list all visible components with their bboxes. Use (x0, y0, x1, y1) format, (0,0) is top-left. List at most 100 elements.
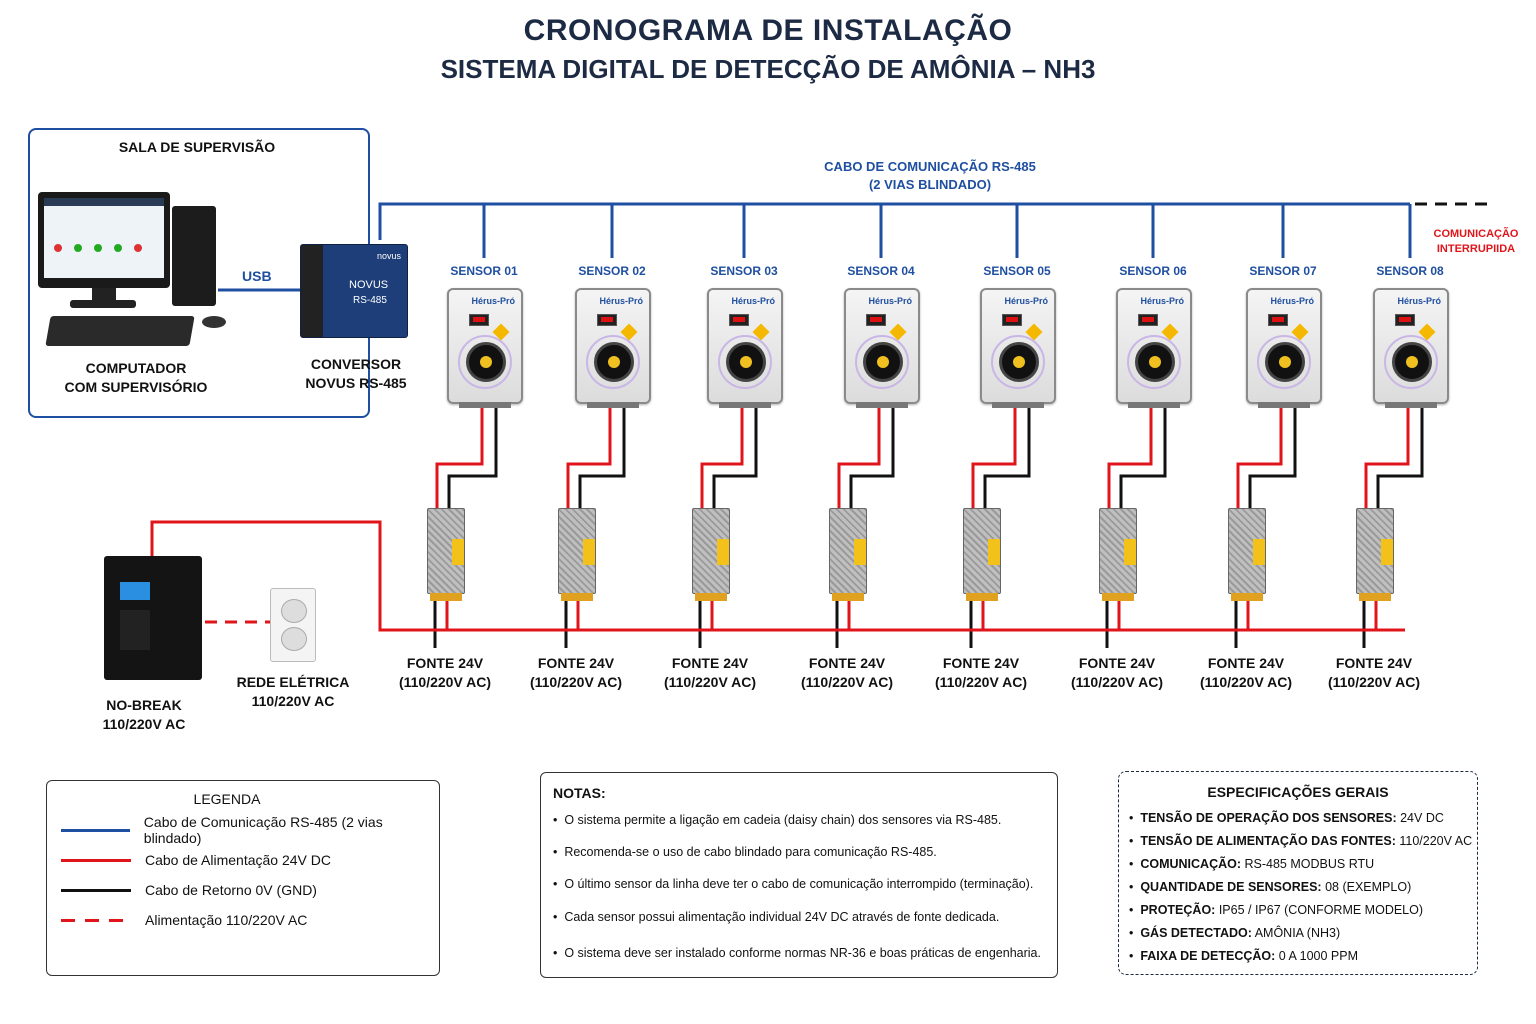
sensor-label: SENSOR 06 (1119, 264, 1187, 278)
dc-power-wire (1364, 402, 1410, 508)
psu-terminals (561, 593, 593, 601)
nobreak-label-line1: NO-BREAK (106, 697, 182, 713)
psu-label-plate (1381, 539, 1393, 565)
psu-label-line2: (110/220V AC) (1199, 674, 1293, 690)
psu-label-line1: FONTE 24V (671, 655, 749, 671)
sensor-brand: Hérus-Pró (731, 296, 775, 306)
spec-key: FAIXA DE DETECÇÃO: (1140, 949, 1276, 963)
legend-item: Cabo de Alimentação 24V DC (61, 849, 331, 871)
psu-terminals (1231, 593, 1263, 601)
sensor-ring (1127, 335, 1181, 389)
sensor-cable-glands (587, 402, 639, 408)
psu-label-line2: (110/220V AC) (398, 674, 492, 690)
legend-item: Cabo de Comunicação RS-485 (2 vias blind… (61, 814, 439, 846)
dc-power-wire (837, 402, 881, 508)
note-item: • O último sensor da linha deve ter o ca… (553, 877, 1034, 891)
psu-label-line1: FONTE 24V (1335, 655, 1413, 671)
psu-label-line2: (110/220V AC) (934, 674, 1028, 690)
sensor-label: SENSOR 04 (847, 264, 915, 278)
keyboard (45, 316, 195, 346)
note-text: Cada sensor possui alimentação individua… (564, 910, 1000, 924)
psu-label-line1: FONTE 24V (942, 655, 1020, 671)
converter-brand: NOVUS (349, 279, 389, 291)
note-item: • O sistema deve ser instalado conforme … (553, 946, 1041, 960)
psu-label-line1: FONTE 24V (1078, 655, 1156, 671)
nobreak-label-line2: 110/220V AC (102, 716, 186, 732)
psu-terminals (966, 593, 998, 601)
usb-label: USB (242, 268, 272, 284)
sensor-display (866, 314, 886, 326)
spec-item: • QUANTIDADE DE SENSORES: 08 (EXEMPLO) (1129, 880, 1412, 894)
psu-label: FONTE 24V(110/220V AC) (389, 654, 501, 692)
supervision-room-title: SALA DE SUPERVISÃO (118, 139, 276, 155)
pc-tower (172, 206, 216, 306)
legend-item: Cabo de Retorno 0V (GND) (61, 879, 317, 901)
nobreak-ups (104, 556, 202, 680)
outlet-label-line2: 110/220V AC (251, 693, 335, 709)
converter-model: RS-485 (353, 295, 387, 306)
sensor-cable-glands (1385, 402, 1437, 408)
spec-value: IP65 / IP67 (CONFORME MODELO) (1218, 903, 1424, 917)
sensor-ring (718, 335, 772, 389)
sensor-brand: Hérus-Pró (868, 296, 912, 306)
spec-key: TENSÃO DE ALIMENTAÇÃO DAS FONTES: (1140, 834, 1396, 848)
sensor-device: Hérus-Pró (1373, 288, 1449, 408)
bus-label-line2: (2 VIAS BLINDADO) (868, 177, 992, 192)
psu-label-line1: FONTE 24V (537, 655, 615, 671)
converter-label-line2: NOVUS RS-485 (305, 375, 407, 391)
sensor-display (1002, 314, 1022, 326)
legend-item-label: Cabo de Comunicação RS-485 (2 vias blind… (143, 814, 383, 846)
psu-label: FONTE 24V(110/220V AC) (654, 654, 766, 692)
psu-label-plate (1124, 539, 1136, 565)
monitor-stand (92, 288, 116, 302)
wall-outlet (270, 588, 316, 662)
interrupted-label-line2: INTERRUPIIDA (1436, 243, 1516, 255)
psu-label: FONTE 24V (110/220V AC) (1190, 654, 1302, 692)
rs485-bus-line (378, 202, 1410, 240)
spec-value: RS-485 MODBUS RTU (1244, 857, 1375, 871)
psu-label: FONTE 24V(110/220V AC) (1061, 654, 1173, 692)
psu-label-line1: FONTE 24V (1207, 655, 1285, 671)
sensor-cable-glands (1258, 402, 1310, 408)
gnd-wire (1248, 402, 1297, 508)
spec-item: • GÁS DETECTADO: AMÔNIA (NH3) (1129, 926, 1341, 940)
sensor-device: Hérus-Pró (844, 288, 920, 408)
sensor-device: Hérus-Pró (1246, 288, 1322, 408)
legend-panel: LEGENDA Cabo de Comunicação RS-485 (2 vi… (46, 780, 440, 976)
psu-terminals (695, 593, 727, 601)
legend-item-label: Cabo de Alimentação 24V DC (145, 852, 331, 868)
rs485-converter: novus NOVUS RS-485 (300, 244, 408, 338)
dc-power-wire (1236, 402, 1283, 508)
sensor-display (1395, 314, 1415, 326)
psu-label-line2: (110/220V AC) (529, 674, 623, 690)
sensor-brand: Hérus-Pró (471, 296, 515, 306)
spec-item: • FAIXA DE DETECÇÃO: 0 A 1000 PPM (1129, 949, 1359, 963)
page-subtitle: SISTEMA DIGITAL DE DETECÇÃO DE AMÔNIA – … (440, 54, 1096, 84)
psu-label: FONTE 24V (110/220V AC) (925, 654, 1037, 692)
outlet-label-line1: REDE ELÉTRICA (236, 674, 350, 690)
sensor-knob (466, 342, 506, 382)
psu-terminals (832, 593, 864, 601)
sensor-ring (1384, 335, 1438, 389)
sensor-display (1268, 314, 1288, 326)
sensor-display (469, 314, 489, 326)
legend-item-label: Alimentação 110/220V AC (145, 912, 308, 928)
psu-label-line1: FONTE 24V (808, 655, 886, 671)
sensor-device: Hérus-Pró (707, 288, 783, 408)
nobreak-label: NO-BREAK 110/220V AC (80, 696, 208, 734)
dc-power-wire (566, 402, 612, 508)
computer-label: COMPUTADOR COM SUPERVISÓRIO (40, 359, 232, 397)
sensor-cable-glands (992, 402, 1044, 408)
psu-terminals (430, 593, 462, 601)
psu-label: FONTE 24V(110/220V AC) (791, 654, 903, 692)
sensor-ring (1257, 335, 1311, 389)
converter-logo: novus (376, 251, 401, 261)
gnd-wire (1376, 402, 1424, 508)
spec-value: 0 A 1000 PPM (1278, 949, 1359, 963)
sensor-display (1138, 314, 1158, 326)
dc-power-wire (700, 402, 744, 508)
spec-key: GÁS DETECTADO: (1140, 926, 1252, 940)
notes-title: NOTAS: (553, 785, 606, 801)
spec-key: PROTEÇÃO: (1140, 903, 1216, 917)
sensor-knob (1265, 342, 1305, 382)
